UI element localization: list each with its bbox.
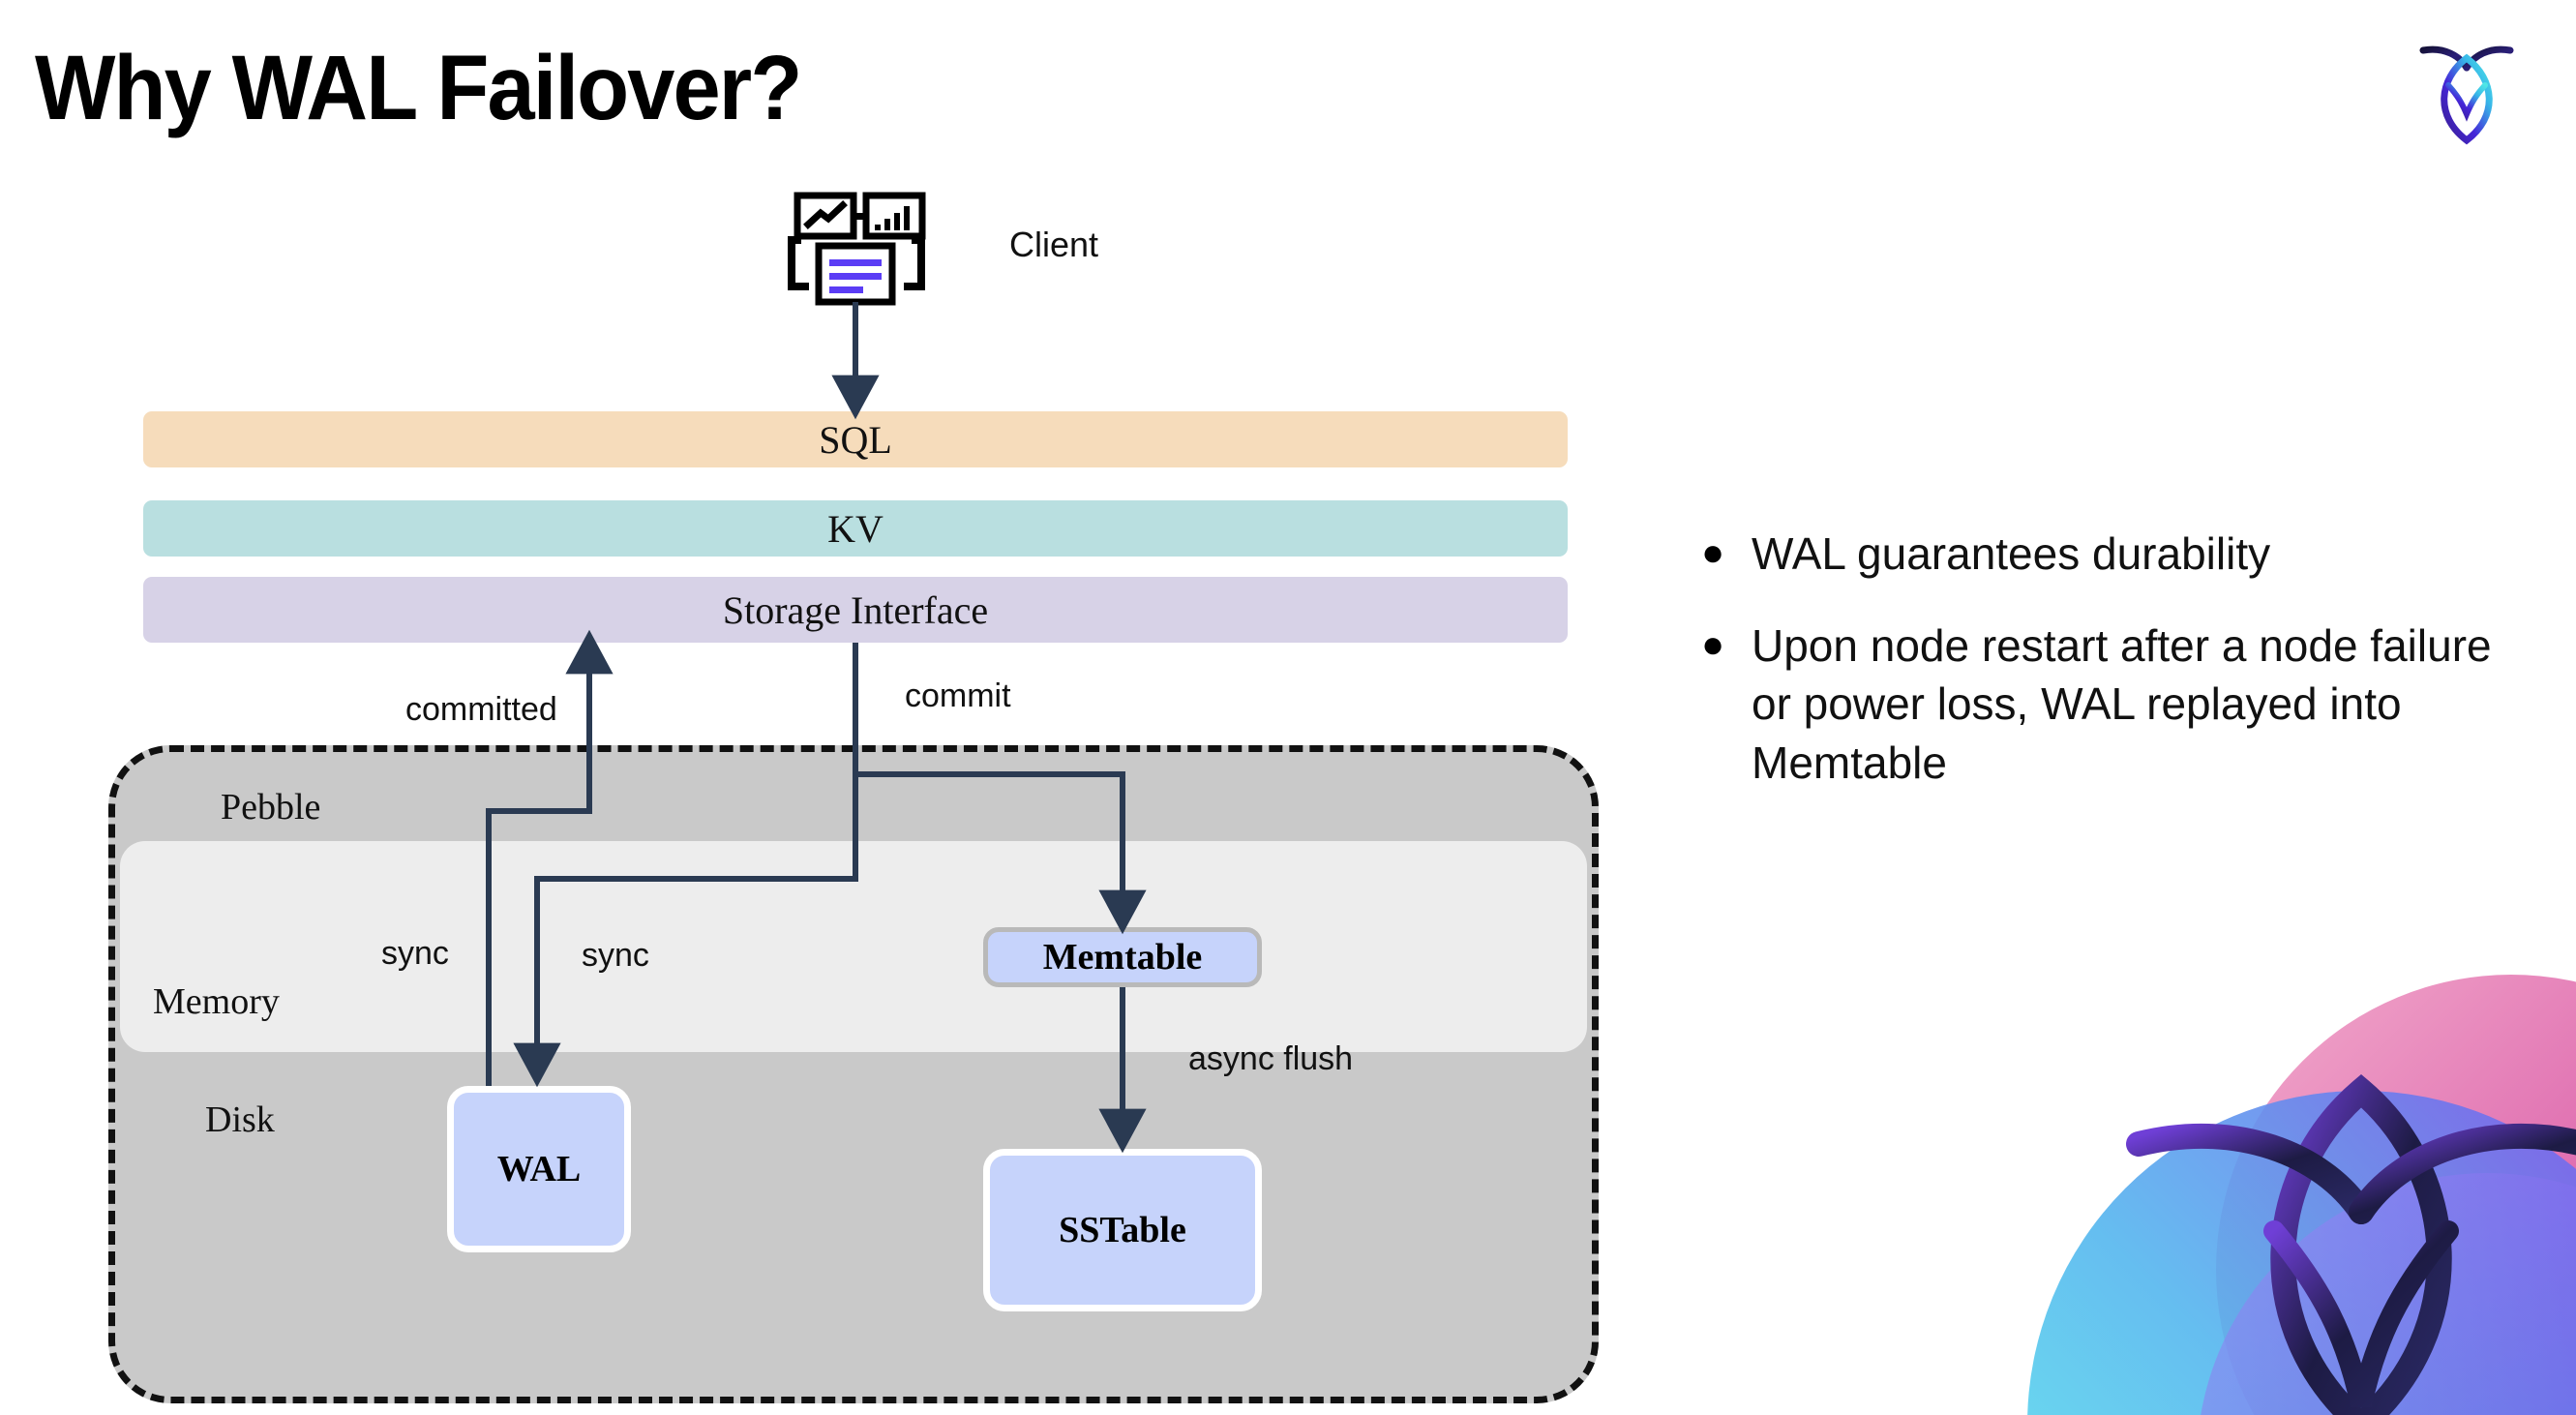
edge-label-sync-left: sync	[381, 935, 449, 972]
pebble-label: Pebble	[221, 787, 321, 828]
bullet-list: ● WAL guarantees durability ● Upon node …	[1701, 525, 2504, 826]
layer-bar-sql: SQL	[143, 411, 1568, 467]
bullet-text: WAL guarantees durability	[1752, 528, 2271, 579]
layer-bar-kv-label: KV	[827, 506, 884, 551]
node-memtable: Memtable	[983, 927, 1262, 987]
list-item: ● Upon node restart after a node failure…	[1701, 617, 2504, 793]
bullet-text: Upon node restart after a node failure o…	[1752, 619, 2492, 789]
page-title: Why WAL Failover?	[35, 37, 802, 139]
memory-region	[120, 841, 1587, 1052]
client-dashboard-icon	[774, 192, 929, 308]
list-item: ● WAL guarantees durability	[1701, 525, 2504, 584]
cockroachdb-logo	[2413, 37, 2520, 148]
layer-bar-sql-label: SQL	[819, 417, 892, 462]
disk-label: Disk	[205, 1099, 275, 1140]
decorative-corner-graphic	[1945, 921, 2576, 1415]
memory-label: Memory	[153, 981, 280, 1022]
layer-bar-storage-interface-label: Storage Interface	[722, 587, 989, 632]
layer-bar-kv: KV	[143, 500, 1568, 557]
node-sstable-label: SSTable	[1059, 1210, 1186, 1250]
edge-label-commit: commit	[905, 677, 1011, 714]
bullet-marker-icon: ●	[1701, 622, 1725, 666]
client-label: Client	[1009, 225, 1099, 264]
node-wal: WAL	[447, 1086, 631, 1252]
node-memtable-label: Memtable	[1042, 937, 1203, 978]
node-wal-label: WAL	[496, 1149, 582, 1189]
edge-label-committed: committed	[405, 691, 557, 728]
bullet-marker-icon: ●	[1701, 531, 1725, 574]
node-sstable: SSTable	[983, 1149, 1262, 1311]
layer-bar-storage-interface: Storage Interface	[143, 577, 1568, 643]
edge-label-sync-right: sync	[582, 937, 649, 974]
edge-label-async-flush: async flush	[1188, 1040, 1354, 1077]
